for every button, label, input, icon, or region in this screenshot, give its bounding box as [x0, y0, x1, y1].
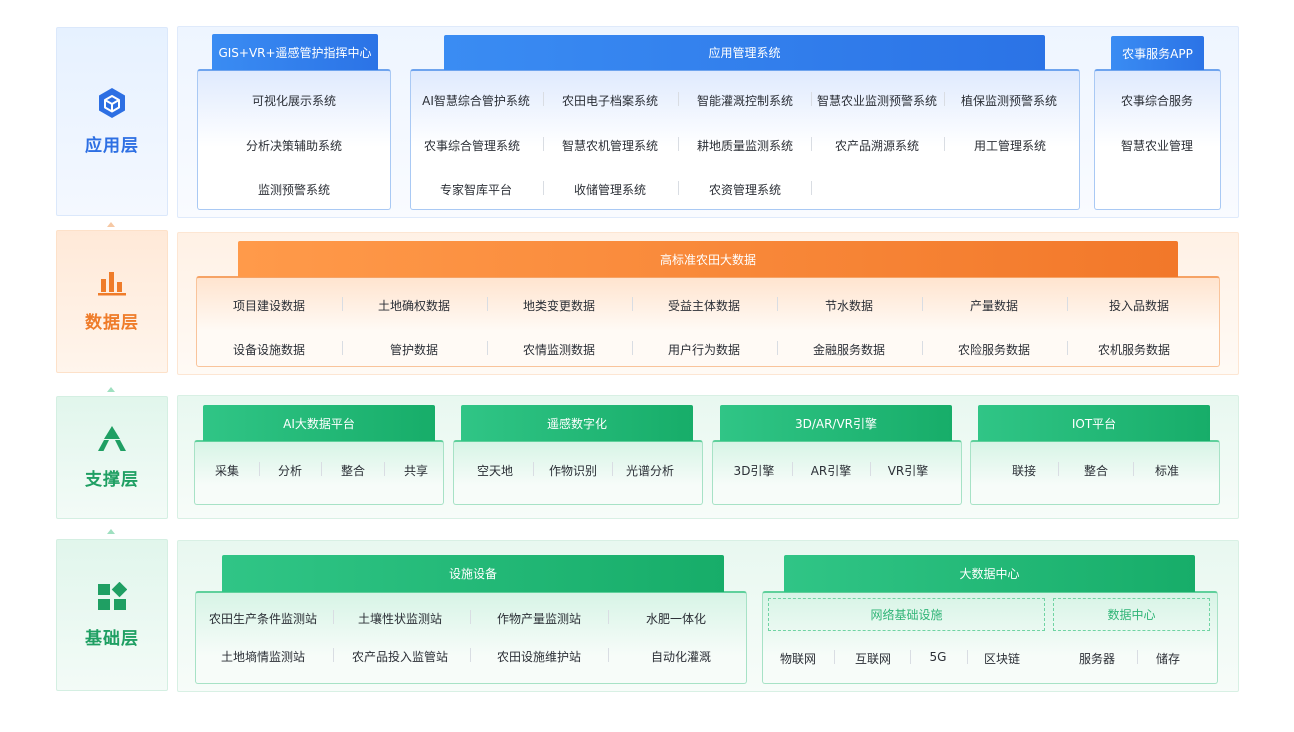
- facility-item: 农产品投入监管站: [351, 650, 449, 664]
- app-mgmt-box: [410, 69, 1080, 210]
- layer-card-base: 基础层: [56, 539, 168, 691]
- app-mgmt-header: 应用管理系统: [444, 35, 1045, 70]
- support-item: 光谱分析: [625, 464, 675, 478]
- facility-item: 水肥一体化: [645, 612, 707, 626]
- data-item: 农机服务数据: [1097, 343, 1171, 357]
- layer-name-base: 基础层: [85, 628, 139, 649]
- farm-app-item: 农事综合服务: [1120, 94, 1194, 108]
- cube-icon: [99, 88, 125, 118]
- support-item: 采集: [214, 464, 240, 478]
- data-item: 农险服务数据: [957, 343, 1031, 357]
- app-mgmt-item: 智能灌溉控制系统: [696, 94, 794, 108]
- app-mgmt-item: 农田电子档案系统: [561, 94, 659, 108]
- facility-item: 土地墒情监测站: [220, 650, 306, 664]
- gis-item: 监测预警系统: [257, 183, 331, 197]
- layer-name-app: 应用层: [85, 136, 139, 156]
- bigdata-item: 储存: [1155, 652, 1181, 666]
- app-mgmt-item: 耕地质量监测系统: [696, 139, 794, 153]
- app-mgmt-item: AI智慧综合管护系统: [422, 94, 530, 108]
- datacenter-label: 数据中心: [1053, 598, 1210, 631]
- gis-item: 可视化展示系统: [251, 94, 337, 108]
- farm-app-box: [1094, 69, 1221, 210]
- mountain-icon: [98, 426, 126, 451]
- data-item: 受益主体数据: [667, 299, 741, 313]
- layer-card-support: 支撑层: [56, 396, 168, 519]
- support-box: [453, 440, 703, 505]
- app-mgmt-item: 农资管理系统: [708, 183, 782, 197]
- app-mgmt-item: 植保监测预警系统: [960, 94, 1058, 108]
- support-item: 分析: [277, 464, 303, 478]
- app-mgmt-item: 智慧农业监测预警系统: [816, 94, 938, 108]
- data-item: 农情监测数据: [522, 343, 596, 357]
- bigdata-item: 5G: [929, 650, 947, 664]
- farm-app-header: 农事服务APP: [1111, 36, 1204, 70]
- support-box: [712, 440, 962, 505]
- support-header: 3D/AR/VR引擎: [720, 405, 952, 441]
- facilities-box: [195, 591, 747, 684]
- data-item: 金融服务数据: [812, 343, 886, 357]
- data-item: 项目建设数据: [232, 299, 306, 313]
- support-header: 遥感数字化: [461, 405, 693, 441]
- data-item: 投入品数据: [1108, 299, 1170, 313]
- support-item: 整合: [1083, 464, 1109, 478]
- layer-card-app: 应用层: [56, 27, 168, 216]
- layer-card-data: 数据层: [56, 230, 168, 373]
- support-item: VR引擎: [887, 464, 929, 478]
- data-box: [196, 276, 1220, 367]
- support-box: [970, 440, 1220, 505]
- blocks-icon: [98, 581, 127, 610]
- bigdata-header: 大数据中心: [784, 555, 1195, 592]
- app-mgmt-item: 收储管理系统: [573, 183, 647, 197]
- data-item: 节水数据: [824, 299, 874, 313]
- bigdata-item: 区块链: [983, 652, 1021, 666]
- app-mgmt-item: 专家智库平台: [439, 183, 513, 197]
- app-mgmt-item: 农事综合管理系统: [423, 139, 521, 153]
- support-item: 空天地: [476, 464, 514, 478]
- data-item: 管护数据: [389, 343, 439, 357]
- data-item: 地类变更数据: [522, 299, 596, 313]
- bigdata-item: 服务器: [1078, 652, 1116, 666]
- data-item: 土地确权数据: [377, 299, 451, 313]
- bigdata-item: 物联网: [779, 652, 817, 666]
- support-item: 共享: [403, 464, 429, 478]
- support-item: 联接: [1011, 464, 1037, 478]
- gis-box: [197, 69, 391, 210]
- support-header: AI大数据平台: [203, 405, 435, 441]
- facility-item: 自动化灌溉: [650, 650, 712, 664]
- facilities-header: 设施设备: [222, 555, 724, 592]
- arrow-up-icon: [107, 222, 115, 227]
- facility-item: 作物产量监测站: [496, 612, 582, 626]
- data-header: 高标准农田大数据: [238, 241, 1178, 277]
- data-item: 产量数据: [969, 299, 1019, 313]
- facility-item: 农田设施维护站: [496, 650, 582, 664]
- data-item: 用户行为数据: [667, 343, 741, 357]
- bigdata-item: 互联网: [854, 652, 892, 666]
- bar-chart-icon: [98, 272, 126, 296]
- gis-item: 分析决策辅助系统: [245, 139, 343, 153]
- support-box: [194, 440, 444, 505]
- support-item: 标准: [1154, 464, 1180, 478]
- support-item: 作物识别: [548, 464, 598, 478]
- facility-item: 农田生产条件监测站: [208, 612, 318, 626]
- bigdata-box: [762, 591, 1218, 684]
- app-mgmt-item: 用工管理系统: [973, 139, 1047, 153]
- app-mgmt-item: 农产品溯源系统: [834, 139, 920, 153]
- support-item: AR引擎: [810, 464, 852, 478]
- data-item: 设备设施数据: [232, 343, 306, 357]
- support-item: 3D引擎: [733, 464, 775, 478]
- support-header: IOT平台: [978, 405, 1210, 441]
- layer-name-support: 支撑层: [85, 470, 139, 490]
- arrow-up-icon: [107, 529, 115, 534]
- gis-header: GIS+VR+遥感管护指挥中心: [212, 34, 378, 70]
- layer-name-data: 数据层: [85, 313, 139, 333]
- network-infra-label: 网络基础设施: [768, 598, 1045, 631]
- app-mgmt-item: 智慧农机管理系统: [561, 139, 659, 153]
- farm-app-item: 智慧农业管理: [1120, 139, 1194, 153]
- arrow-up-icon: [107, 387, 115, 392]
- facility-item: 土壤性状监测站: [357, 612, 443, 626]
- support-item: 整合: [340, 464, 366, 478]
